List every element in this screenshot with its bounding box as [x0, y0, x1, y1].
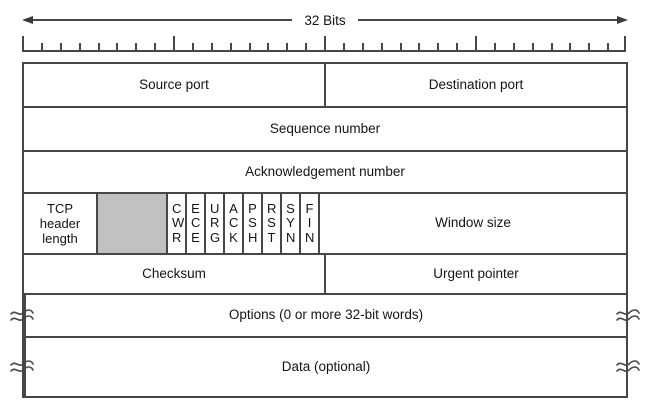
ruler-tick	[399, 43, 402, 50]
ruler-tick	[191, 43, 194, 50]
field-reserved	[96, 194, 166, 253]
arrow-left-icon	[22, 16, 33, 24]
row-data: Data (optional)	[10, 336, 640, 396]
ruler-tick	[286, 43, 289, 50]
ruler-tick	[588, 43, 591, 50]
width-arrow: 32 Bits	[22, 11, 628, 29]
break-mark-icon	[10, 308, 34, 321]
ruler-tick	[116, 43, 119, 50]
ruler-tick	[59, 43, 62, 50]
field-source-port: Source port	[139, 76, 209, 92]
ruler-tick	[531, 43, 534, 50]
row-options: Options (0 or more 32-bit words)	[10, 293, 640, 336]
ruler-tick	[569, 43, 572, 50]
field-acknowledgement-number: Acknowledgement number	[245, 163, 405, 179]
field-checksum: Checksum	[142, 265, 206, 281]
ruler-tick	[229, 43, 232, 50]
ruler-tick	[456, 43, 459, 50]
break-mark-icon	[616, 308, 640, 321]
field-tcp-header-length: TCP header length	[39, 200, 81, 247]
tcp-header-table: Source port Destination port Sequence nu…	[10, 62, 640, 398]
break-mark-icon	[10, 360, 34, 372]
ruler-tick	[475, 36, 477, 50]
arrow-right-icon	[617, 16, 628, 24]
ruler-tick	[624, 36, 626, 50]
width-label: 32 Bits	[304, 12, 346, 28]
ruler-tick	[550, 43, 553, 50]
ruler-tick	[380, 43, 383, 50]
field-options: Options (0 or more 32-bit words)	[24, 295, 626, 336]
row-checksum: Checksum Urgent pointer	[24, 253, 626, 293]
ruler-tick	[22, 36, 24, 50]
arrow-line-right	[357, 19, 617, 21]
bit-ruler	[22, 36, 626, 52]
field-data: Data (optional)	[24, 338, 626, 396]
ruler-tick	[607, 43, 610, 50]
ruler-tick	[135, 43, 138, 50]
ruler-tick	[493, 43, 496, 50]
ruler-tick	[437, 43, 440, 50]
ruler-tick	[173, 36, 175, 50]
ruler-tick	[512, 43, 515, 50]
ruler-tick	[210, 43, 213, 50]
ruler-tick	[418, 43, 421, 50]
ruler-tick	[248, 43, 251, 50]
ruler-tick	[78, 43, 81, 50]
field-sequence-number: Sequence number	[269, 120, 381, 136]
field-urgent-pointer: Urgent pointer	[324, 255, 626, 293]
field-window-size: Window size	[318, 194, 626, 253]
ruler-tick	[305, 43, 308, 50]
row-sequence: Sequence number	[24, 106, 626, 150]
ruler-tick	[267, 43, 270, 50]
row-acknowledgement: Acknowledgement number	[24, 150, 626, 192]
break-mark-icon	[616, 360, 640, 372]
ruler-tick	[361, 43, 364, 50]
ruler-tick	[154, 43, 157, 50]
ruler-tick	[324, 36, 326, 50]
ruler-tick	[342, 43, 345, 50]
ruler-tick	[97, 43, 100, 50]
field-destination-port: Destination port	[324, 64, 626, 106]
ruler-tick	[40, 43, 43, 50]
arrow-line-left	[33, 19, 293, 21]
row-ports: Source port Destination port	[24, 64, 626, 106]
